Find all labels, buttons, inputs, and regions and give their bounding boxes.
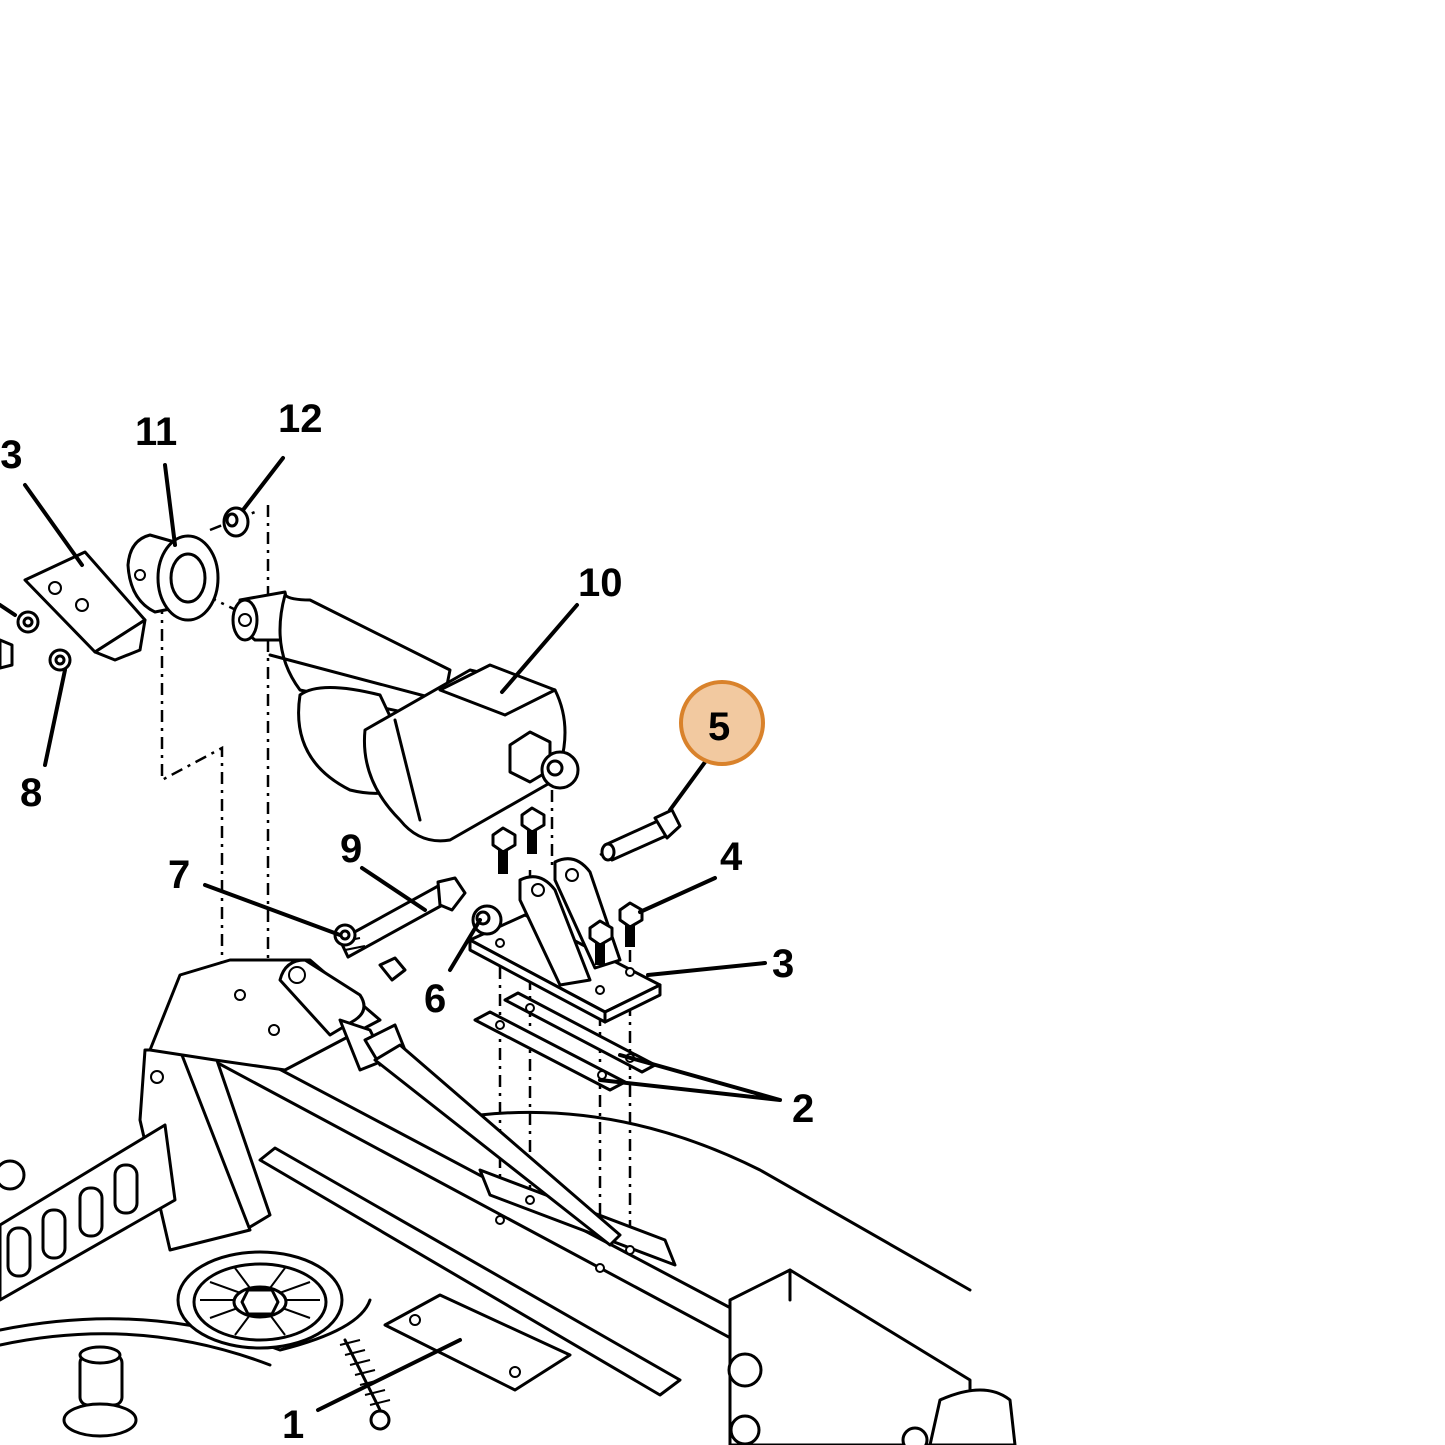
callout-5[interactable]: 5	[708, 705, 730, 749]
bolt-part-9	[338, 876, 467, 982]
bushing-part-11	[126, 533, 220, 622]
callout-4: 4	[720, 835, 743, 879]
callout-13: 13	[0, 433, 23, 477]
callouts: 1 2 3 4 5 6 7 8 9 10 11 12 13	[0, 397, 814, 1445]
bolts-part-4	[491, 806, 644, 965]
nut-part-6	[471, 904, 503, 936]
highlight-circle-5[interactable]	[679, 680, 765, 766]
callout-3: 3	[772, 942, 794, 986]
bracket-part-13	[0, 550, 147, 672]
callout-9: 9	[340, 827, 362, 871]
callout-6: 6	[424, 977, 446, 1021]
spring	[339, 1338, 391, 1431]
callout-10: 10	[578, 561, 623, 605]
callout-2: 2	[792, 1087, 814, 1131]
callout-8: 8	[20, 771, 42, 815]
callout-7: 7	[168, 853, 190, 897]
actuator-part-10	[231, 590, 580, 843]
leader-lines	[0, 456, 782, 1412]
mower-deck-frame	[0, 958, 1017, 1445]
callout-1: 1	[282, 1403, 304, 1445]
callout-11: 11	[135, 410, 177, 454]
rod-part-7	[278, 923, 622, 1247]
pulley	[176, 1250, 344, 1350]
spacer-part-12	[222, 506, 250, 538]
callout-12: 12	[278, 397, 323, 441]
clevis-pin-part-5	[600, 808, 682, 862]
